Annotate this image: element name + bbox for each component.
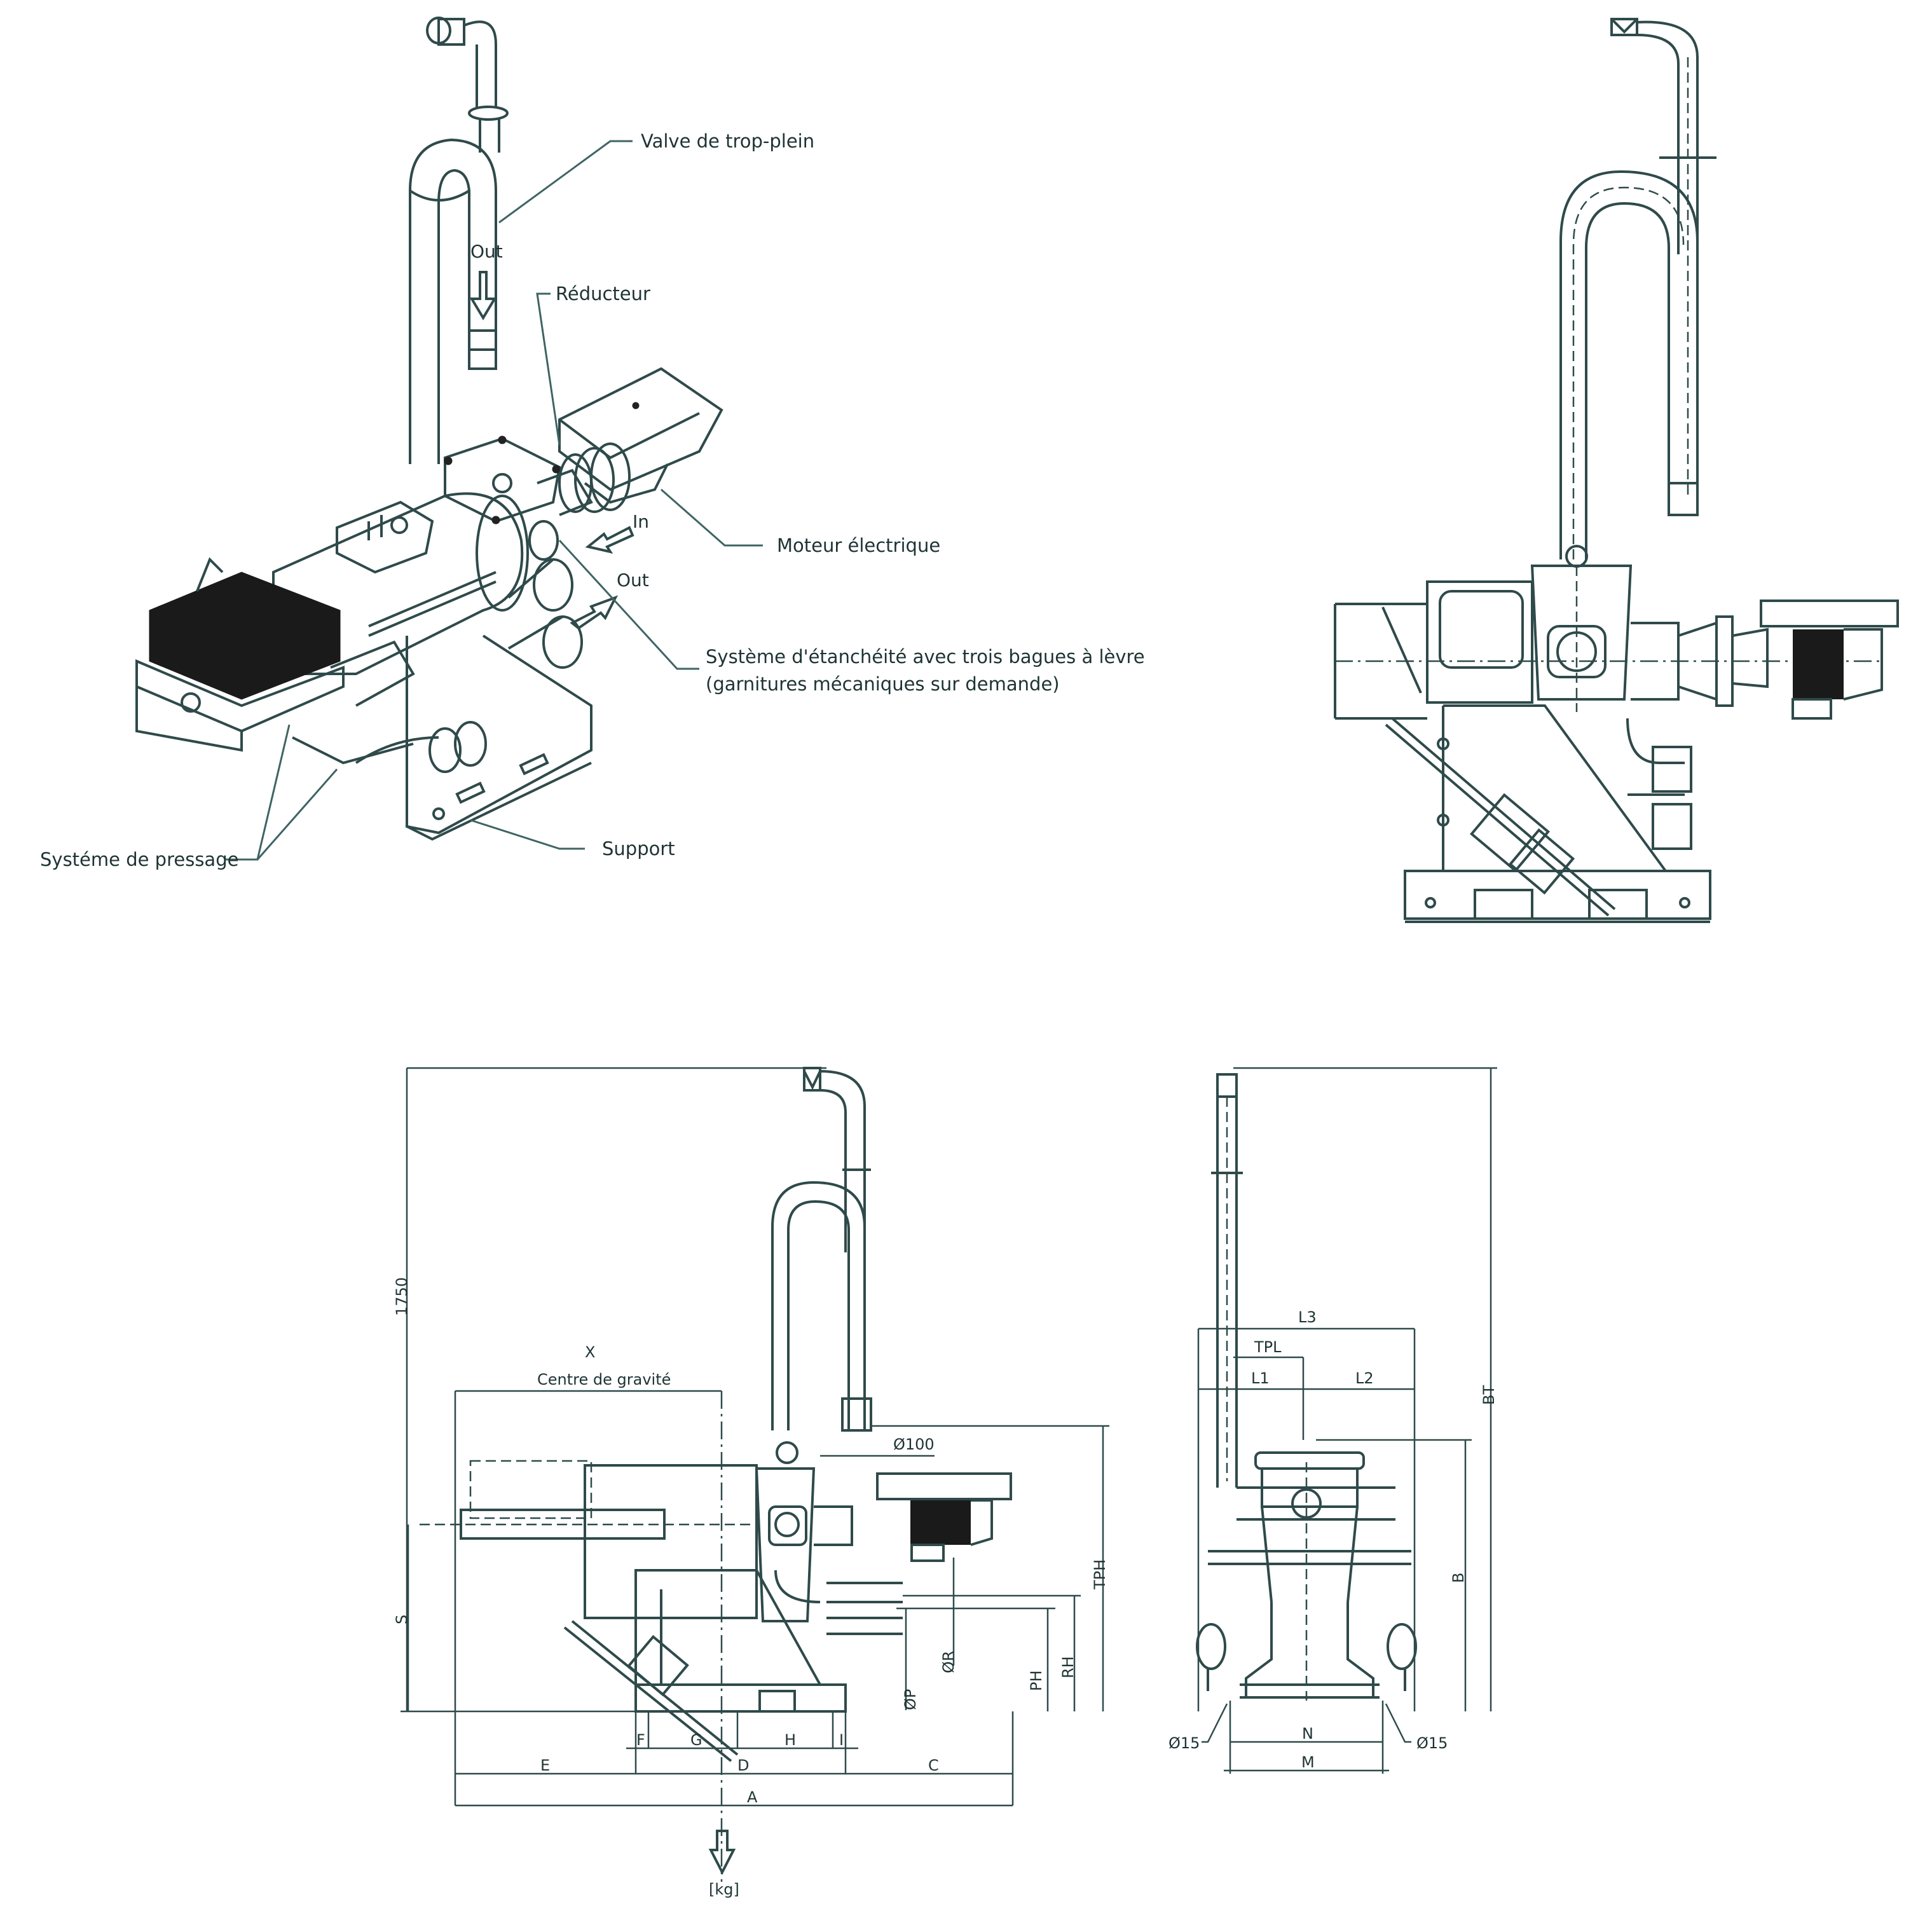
dim-tpl: TPL	[1254, 1338, 1282, 1356]
pipe-out-label: Out	[470, 241, 503, 262]
dim-d: D	[737, 1757, 749, 1774]
side-view-dimensioned: BT L3 TPL L1 L2 B N M	[1168, 1067, 1498, 1774]
dim-centre-de-gravite: Centre de gravité	[537, 1371, 671, 1388]
leader-seal	[558, 539, 699, 670]
overflow-valve-top	[426, 17, 509, 153]
leader-overflow-valve	[498, 140, 633, 224]
inlet-arrow	[585, 526, 634, 554]
electric-motor	[558, 367, 723, 504]
dim-n: N	[1302, 1725, 1313, 1743]
dim-c: C	[928, 1757, 939, 1774]
dim-rh: RH	[1059, 1656, 1077, 1678]
weight-arrow-icon	[708, 1830, 736, 1875]
dim-op: ØP	[901, 1689, 919, 1710]
isometric-view: Out	[40, 17, 1145, 870]
dim-s: S	[393, 1615, 411, 1624]
dim-kg: [kg]	[709, 1881, 739, 1898]
callout-support: Support	[602, 838, 675, 860]
dim-b: B	[1449, 1573, 1467, 1583]
callout-seal-line1: Système d'étanchéité avec trois bagues à…	[706, 646, 1145, 668]
dim-hole-right: Ø15	[1416, 1734, 1448, 1752]
leader-support	[470, 819, 585, 850]
callout-seal-line2: (garnitures mécaniques sur demande)	[706, 673, 1060, 695]
dim-hole-left: Ø15	[1168, 1734, 1200, 1752]
reducer-housing	[444, 435, 631, 524]
dim-x: X	[585, 1343, 595, 1361]
dim-p100: Ø100	[893, 1435, 935, 1453]
dim-h: H	[784, 1731, 796, 1749]
screen-block	[149, 557, 341, 700]
dim-a: A	[747, 1788, 758, 1806]
leader-pressing	[226, 724, 338, 861]
callout-electric-motor: Moteur électrique	[777, 535, 940, 556]
dim-tph: TPH	[1091, 1559, 1109, 1590]
leader-motor	[661, 488, 763, 547]
callout-pressing-system: Systéme de pressage	[40, 849, 238, 870]
support-frame	[355, 634, 593, 841]
dim-e: E	[540, 1757, 550, 1774]
dim-l2: L2	[1355, 1369, 1374, 1387]
callout-reducer: Réducteur	[556, 283, 650, 305]
dim-bt: BT	[1480, 1385, 1498, 1405]
inlet-label: In	[633, 511, 649, 532]
outlet-arrow	[570, 595, 619, 630]
dim-m: M	[1301, 1753, 1315, 1771]
dim-f: F	[636, 1731, 645, 1749]
separator-body	[272, 492, 583, 675]
leader-reducer	[536, 292, 561, 446]
front-view-dimensioned: 1750 X Centre de gravité Ø100 TPH	[393, 1067, 1109, 1898]
dim-l3: L3	[1298, 1308, 1317, 1326]
dim-ph: PH	[1027, 1670, 1045, 1691]
dim-g: G	[690, 1731, 702, 1749]
outlet-label: Out	[617, 570, 649, 591]
callout-overflow-valve: Valve de trop-plein	[641, 130, 814, 152]
dim-i: I	[839, 1731, 844, 1749]
pressing-system	[135, 640, 415, 765]
front-elevation-top-right	[1334, 18, 1899, 923]
dim-1750: 1750	[393, 1277, 411, 1316]
dim-or: ØR	[940, 1650, 957, 1673]
dim-l1: L1	[1251, 1369, 1270, 1387]
overflow-pipe-ubend	[409, 138, 497, 464]
